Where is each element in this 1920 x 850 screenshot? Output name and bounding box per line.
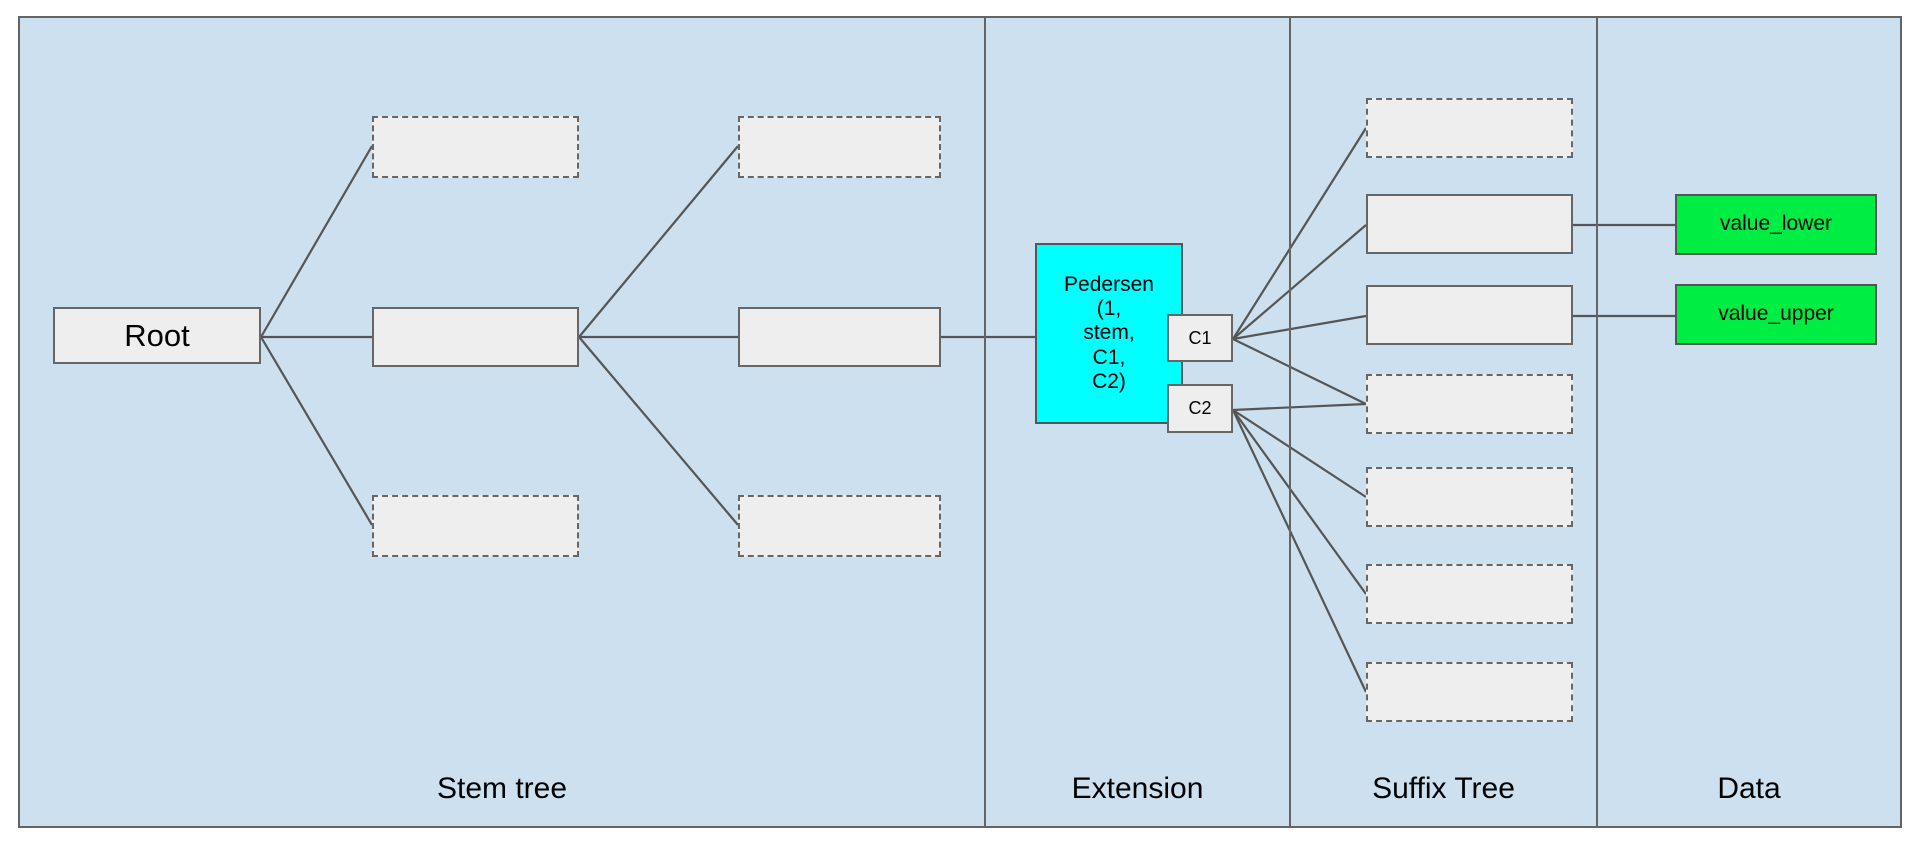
panel-label-stem-tree: Stem tree [20,772,984,806]
pedersen-line-4: C1, [1092,345,1126,369]
node-commitment-c1-label: C1 [1188,327,1212,348]
node-stem-l2-b[interactable] [738,307,941,367]
panel-label-stem-tree-text: Stem tree [436,772,568,805]
pedersen-line-2: (1, [1096,297,1122,321]
node-root[interactable]: Root [53,307,261,364]
node-value-upper-label: value_upper [1718,302,1834,326]
node-value-lower[interactable]: value_lower [1675,194,1877,255]
panel-label-suffix-tree: Suffix Tree [1291,772,1596,806]
node-stem-l1-a[interactable] [372,116,579,178]
node-value-upper[interactable]: value_upper [1675,284,1877,345]
pedersen-line-1: Pedersen [1064,273,1154,297]
pedersen-line-3: stem, [1083,321,1135,345]
divider-stem-extension [984,18,986,826]
node-suffix-1[interactable] [1366,98,1573,158]
node-root-label: Root [124,317,190,353]
panel-label-data-text: Data [1717,772,1781,805]
divider-extension-suffix [1289,18,1291,826]
pedersen-line-5: C2) [1092,369,1126,393]
node-stem-l1-b[interactable] [372,307,579,367]
node-stem-l2-c[interactable] [738,495,941,557]
node-pedersen-commitment[interactable]: Pedersen (1, stem, C1, C2) [1035,243,1183,424]
node-commitment-c2[interactable]: C2 [1167,384,1233,433]
diagram-frame [18,16,1902,828]
panel-label-extension-text: Extension [1071,772,1204,805]
divider-suffix-data [1596,18,1598,826]
node-suffix-6[interactable] [1366,564,1573,624]
node-suffix-3[interactable] [1366,285,1573,345]
node-stem-l1-c[interactable] [372,495,579,557]
node-suffix-7[interactable] [1366,662,1573,722]
node-commitment-c1[interactable]: C1 [1167,314,1233,362]
node-suffix-4[interactable] [1366,374,1573,434]
node-value-lower-label: value_lower [1719,212,1833,236]
panel-label-suffix-tree-text: Suffix Tree [1372,772,1515,805]
node-suffix-5[interactable] [1366,467,1573,527]
node-suffix-2[interactable] [1366,194,1573,254]
node-commitment-c2-label: C2 [1188,398,1212,419]
panel-label-extension: Extension [986,772,1289,806]
panel-label-data: Data [1598,772,1900,806]
node-stem-l2-a[interactable] [738,116,941,178]
